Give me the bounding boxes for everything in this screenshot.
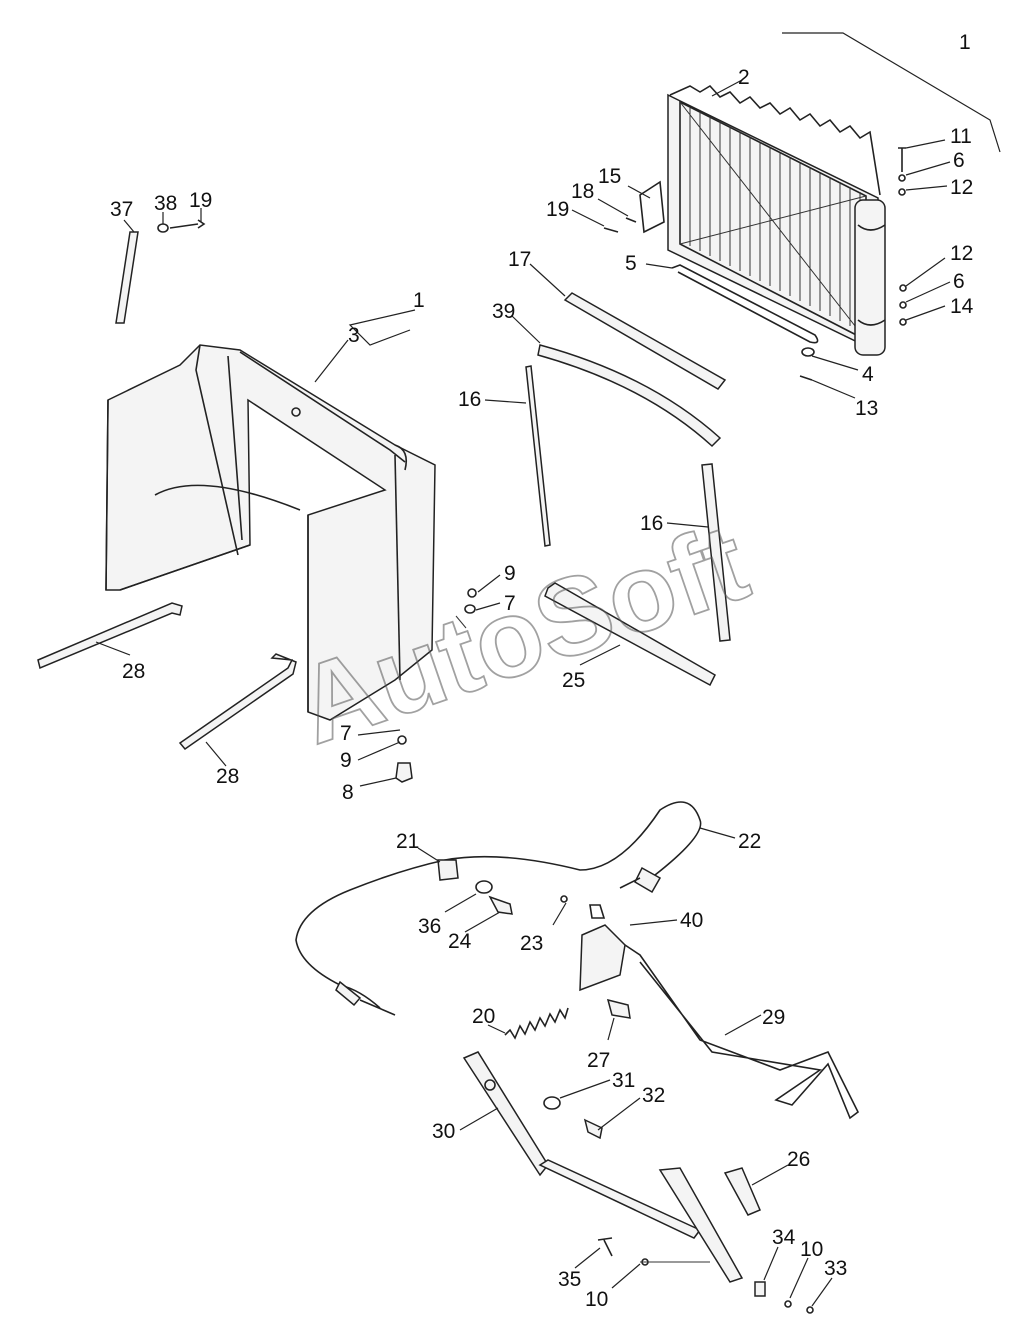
callout-14: 14 <box>950 295 974 318</box>
rod-29 <box>624 944 860 1120</box>
callout-37: 37 <box>110 198 133 221</box>
callout-2: 2 <box>738 66 750 89</box>
callout-9: 9 <box>340 749 352 772</box>
shroud-assembly <box>105 344 436 721</box>
callout-15: 15 <box>598 165 621 188</box>
callout-34: 34 <box>772 1226 796 1249</box>
callout-39: 39 <box>492 300 515 323</box>
callout-10: 10 <box>585 1288 608 1311</box>
callout-17: 17 <box>508 248 531 271</box>
callout-19: 19 <box>546 198 569 221</box>
callout-31: 31 <box>612 1069 635 1092</box>
callout-30: 30 <box>432 1120 455 1143</box>
callout-24: 24 <box>448 930 472 953</box>
callout-40: 40 <box>680 909 703 932</box>
callout-6: 6 <box>953 149 965 172</box>
cable-22 <box>295 801 702 1016</box>
callout-8: 8 <box>342 781 354 804</box>
callout-20: 20 <box>472 1005 495 1028</box>
callout-13: 13 <box>855 397 878 420</box>
callout-35: 35 <box>558 1268 581 1291</box>
leader-lines <box>95 79 951 1307</box>
rod-5 <box>671 264 819 344</box>
callout-33: 33 <box>824 1257 847 1280</box>
bracket-23-40 <box>560 895 626 992</box>
spring-20 <box>504 1007 569 1040</box>
callout-28: 28 <box>122 660 145 683</box>
callout-22: 22 <box>738 830 761 853</box>
callout-7: 7 <box>504 592 516 615</box>
callout-32: 32 <box>642 1084 665 1107</box>
callout-1: 1 <box>413 289 425 312</box>
callout-27: 27 <box>587 1049 610 1072</box>
condenser-fasteners <box>603 147 907 381</box>
callout-23: 23 <box>520 932 543 955</box>
callout-38: 38 <box>154 192 177 215</box>
callout-7: 7 <box>340 722 352 745</box>
clip-26 <box>723 1167 761 1216</box>
callout-10: 10 <box>800 1238 823 1261</box>
callout-5: 5 <box>625 252 637 275</box>
callout-28: 28 <box>216 765 239 788</box>
condenser-assembly <box>639 32 1001 356</box>
callout-6: 6 <box>953 270 965 293</box>
callout-9: 9 <box>504 562 516 585</box>
callout-4: 4 <box>862 363 874 386</box>
callout-26: 26 <box>787 1148 810 1171</box>
callout-3: 3 <box>348 324 360 347</box>
bolt-24-washer-36 <box>475 880 513 915</box>
callout-16: 16 <box>458 388 481 411</box>
seal-strips <box>525 292 731 687</box>
callout-1: 1 <box>959 31 971 54</box>
fasteners-7-8-9 <box>395 588 477 783</box>
callout-12: 12 <box>950 242 973 265</box>
callout-labels: 1 2 11 6 12 15 18 19 37 38 19 12 6 14 5 … <box>110 31 974 1311</box>
callout-21: 21 <box>396 830 419 853</box>
fasteners-10-33-34-35 <box>597 1237 814 1314</box>
clip-21 <box>437 859 459 881</box>
rod-37-assembly <box>115 219 206 324</box>
callout-16: 16 <box>640 512 663 535</box>
lever-30 <box>462 1051 744 1283</box>
callout-18: 18 <box>571 180 594 203</box>
callout-12: 12 <box>950 176 973 199</box>
bolt-27 <box>606 998 631 1019</box>
callout-19: 19 <box>189 189 212 212</box>
callout-29: 29 <box>762 1006 785 1029</box>
callout-25: 25 <box>562 669 585 692</box>
callout-36: 36 <box>418 915 441 938</box>
shroud-bars-28 <box>37 602 297 751</box>
callout-11: 11 <box>950 125 972 148</box>
